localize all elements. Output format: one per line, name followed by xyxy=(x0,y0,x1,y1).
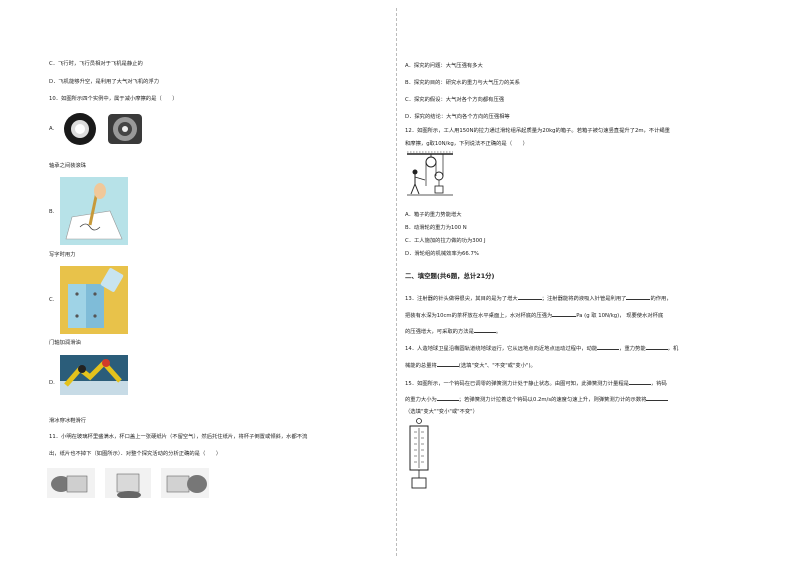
q11-option-b: B．探究的目的：研究水的重力与大气压力的关系 xyxy=(405,80,520,86)
bearing-image xyxy=(64,113,142,145)
q10-a-caption: 轴承之间装滚珠 xyxy=(49,163,87,169)
q12-option-d: D．滑轮组的机械效率为66.7% xyxy=(405,251,479,257)
inverted-cup-images xyxy=(47,468,209,498)
skating-image xyxy=(60,355,128,395)
option-d-plane: D．飞机能够升空，是利用了大气对飞机的浮力 xyxy=(49,79,160,85)
q13-line1: 13．注射器的针头做得很尖，其目的是为了增大；注射器能将药液吸入针管是利用了的作… xyxy=(405,294,672,302)
q14-line1: 14．人造地球卫星沿椭圆轨道绕地球运行，它从远地点向近地点运动过程中，动能，重力… xyxy=(405,344,679,352)
section-2-heading: 二、填空题(共6题，总计21分) xyxy=(405,272,495,280)
q10-a-label: A. xyxy=(49,126,55,132)
q15-line1: 15．如图所示，一个钩码在已调零的弹簧测力计处于静止状态。由图可知，此弹簧测力计… xyxy=(405,379,667,387)
q11-option-a: A．探究的问题：大气压强有多大 xyxy=(405,63,483,69)
q13-blank-1[interactable] xyxy=(517,294,542,300)
q10-d-caption: 滑冰穿冰鞋滑行 xyxy=(49,418,87,424)
q12-option-b: B．动滑轮的重力为100 N xyxy=(405,225,467,231)
q15-blank-3[interactable] xyxy=(646,395,669,401)
q13-line3: 的压强增大，可采取的方法是。 xyxy=(405,327,502,335)
q10-stem: 10．如图所示四个实例中，属于减小摩擦的是（ ） xyxy=(49,96,178,102)
column-divider xyxy=(396,8,397,556)
q12-line2: 和摩擦，g取10N/kg，下列说法不正确的是（ ） xyxy=(405,141,528,147)
q14-line2: 械能的总量将(选填"变大"、"不变"或"变小")。 xyxy=(405,361,536,369)
q14-blank-2[interactable] xyxy=(645,344,668,350)
q10-c-caption: 门轴加润滑油 xyxy=(49,340,81,346)
q13-blank-2[interactable] xyxy=(626,294,651,300)
q14-blank-3[interactable] xyxy=(436,361,459,367)
q11-option-d: D．探究的结论：大气向各个方向的压强相等 xyxy=(405,114,510,120)
q12-option-a: A．箱子的重力势能增大 xyxy=(405,212,462,218)
q11-option-c: C．探究的假设：大气对各个方向都有压强 xyxy=(405,97,505,103)
q13-blank-3[interactable] xyxy=(552,311,577,317)
q14-blank-1[interactable] xyxy=(597,344,620,350)
option-c-plane: C．飞行时，飞行员相对于飞机是静止的 xyxy=(49,61,143,67)
door-hinge-image xyxy=(60,266,128,334)
q10-b-label: B. xyxy=(49,209,55,215)
q15-line3: （选填"变大""变小"或"不变"） xyxy=(405,409,478,415)
pulley-diagram xyxy=(407,151,453,196)
q15-line2: 的重力大小为；若弹簧测力计拉着这个钩码以0.2m/s的速度匀速上升，则弹簧测力计… xyxy=(405,395,669,404)
q15-blank-1[interactable] xyxy=(628,379,651,385)
spring-scale-diagram xyxy=(409,418,429,489)
q12-line1: 12．如图所示，工人用150N的拉力通过滑轮组吊起质量为20kg的箱子。若箱子被… xyxy=(405,128,670,134)
q15-blank-2[interactable] xyxy=(436,395,459,401)
q12-option-c: C．工人施加的拉力做的功为300 J xyxy=(405,238,486,244)
writing-image xyxy=(60,177,128,245)
q11-line2: 出，纸片也不掉下（如图所示）．对整个探究活动的分析正确的是（ ） xyxy=(49,451,222,457)
q13-blank-4[interactable] xyxy=(473,327,496,333)
q10-d-label: D. xyxy=(49,380,55,386)
q11-line1: 11．小明在玻璃杯里盛满水，杯口盖上一张硬纸片（不留空气），然后托住纸片，将杯子… xyxy=(49,434,308,440)
q10-c-label: C. xyxy=(49,297,55,303)
q10-b-caption: 写字时用力 xyxy=(49,252,76,258)
